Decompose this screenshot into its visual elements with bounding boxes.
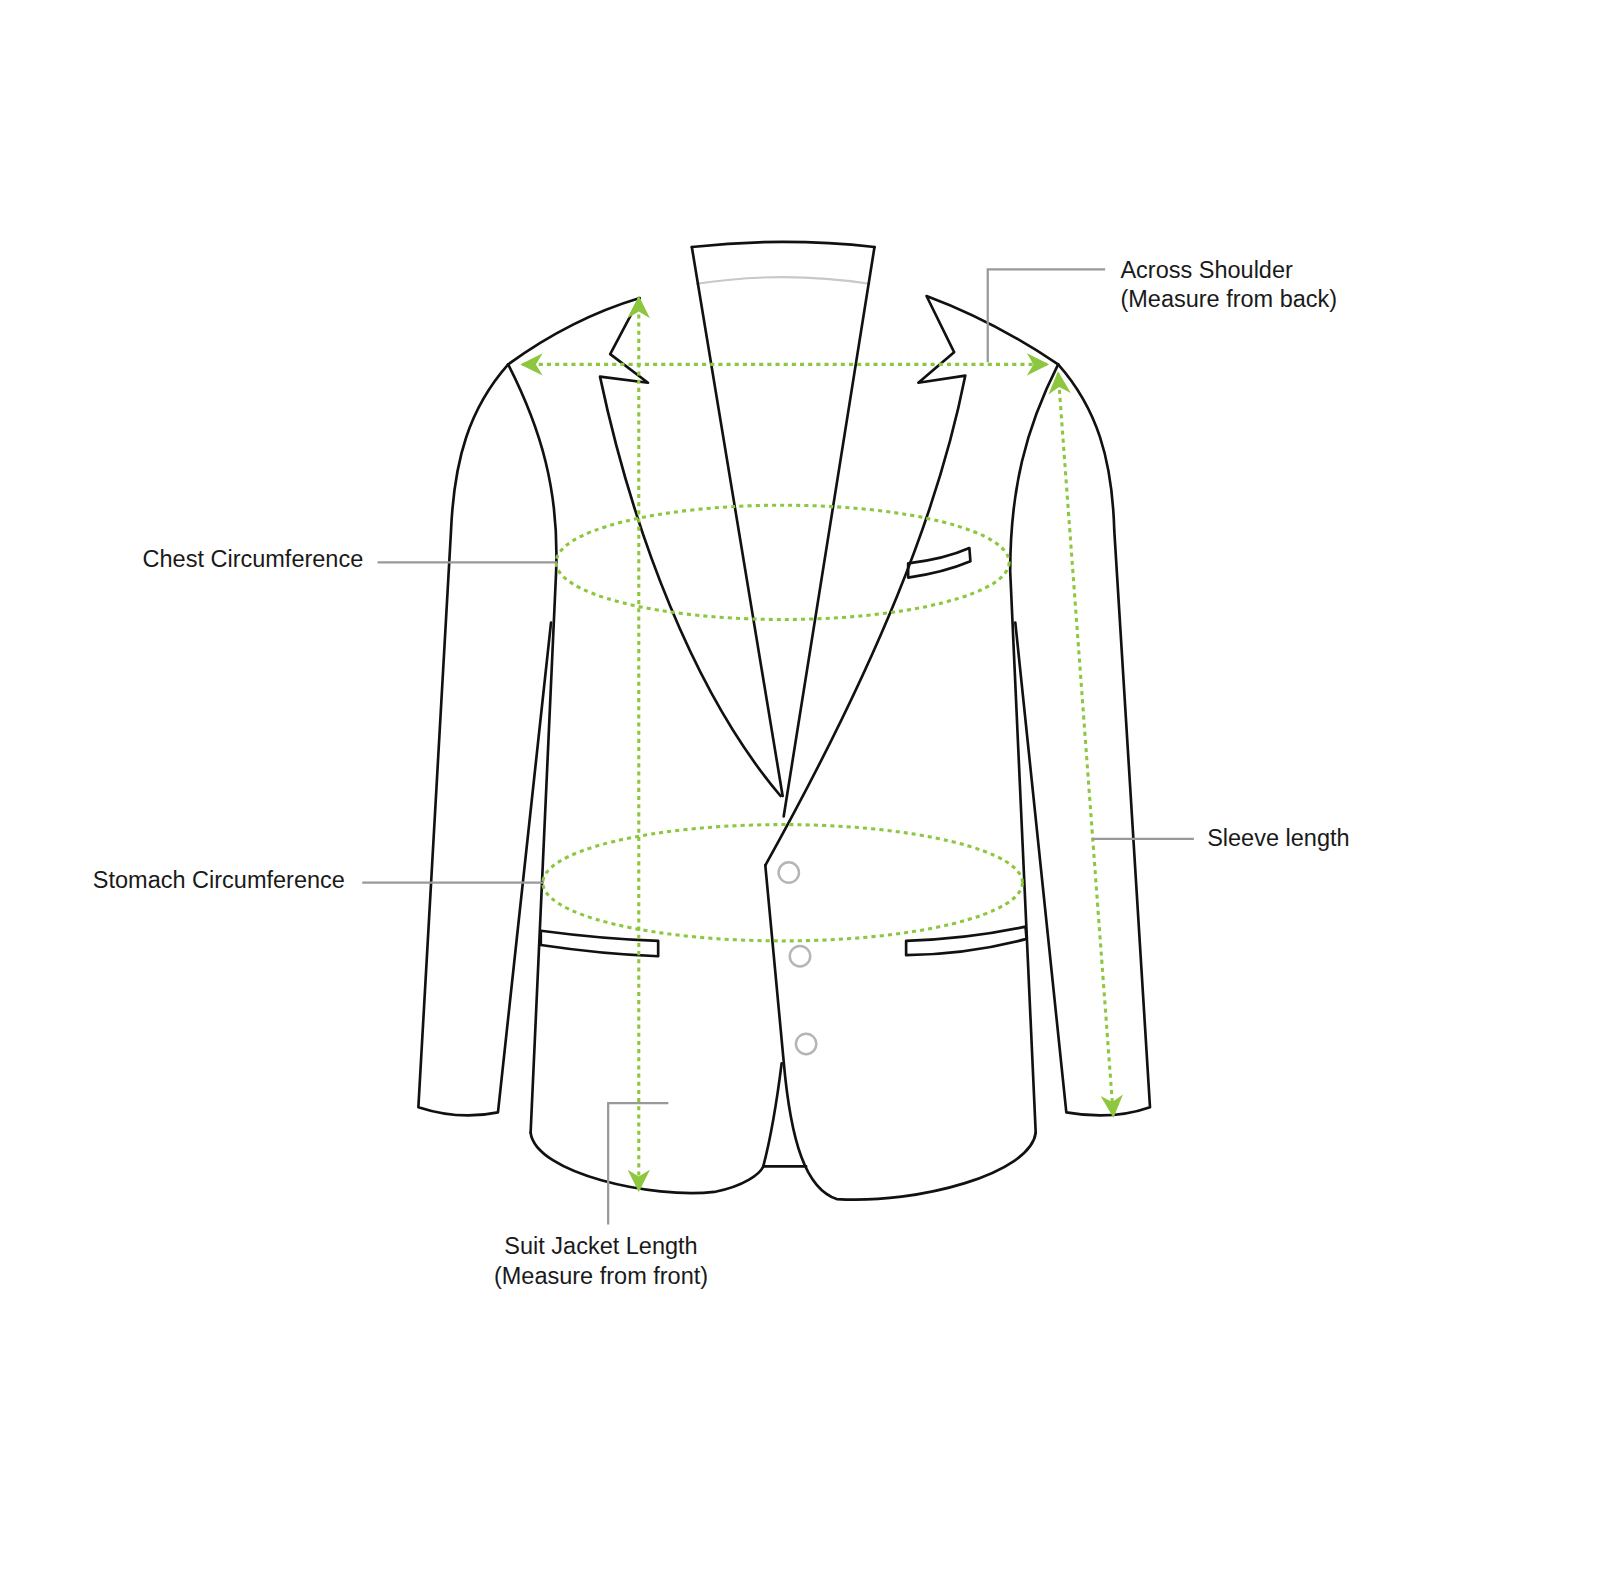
leader-line — [362, 882, 544, 884]
right-lapel — [765, 296, 1058, 865]
collar-right — [784, 247, 875, 816]
sleeve-measure — [1058, 374, 1113, 1116]
measure-label: Chest Circumference — [143, 545, 364, 575]
leader-line — [988, 269, 1105, 362]
button — [790, 946, 810, 966]
measure-label: Suit Jacket Length (Measure from front) — [490, 1232, 713, 1291]
right-sleeve — [1015, 364, 1150, 1115]
chest-pocket — [908, 548, 970, 578]
shoulder-measure — [522, 363, 1046, 366]
shirt-gap — [763, 1165, 806, 1168]
length-measure — [637, 298, 640, 1190]
button — [796, 1034, 816, 1054]
collar-inner — [697, 277, 869, 284]
front-edge — [765, 865, 1035, 1199]
leader-line — [378, 561, 558, 563]
leader-line — [608, 1103, 668, 1224]
leader-line — [1092, 838, 1194, 840]
hip-pocket-left — [541, 931, 658, 957]
button — [779, 862, 799, 882]
measure-label: Sleeve length — [1207, 824, 1349, 854]
stomach-measure — [543, 825, 1023, 941]
measure-label: Across Shoulder (Measure from back) — [1120, 256, 1345, 315]
under-front-edge — [763, 1063, 781, 1166]
body-left-side — [508, 364, 556, 1132]
chest-measure — [556, 505, 1009, 619]
left-sleeve — [418, 364, 551, 1115]
collar — [692, 242, 875, 247]
collar-left — [692, 247, 783, 796]
hem-left — [531, 1133, 764, 1193]
measure-label: Stomach Circumference — [93, 866, 345, 896]
body-right-side — [1010, 364, 1058, 1132]
